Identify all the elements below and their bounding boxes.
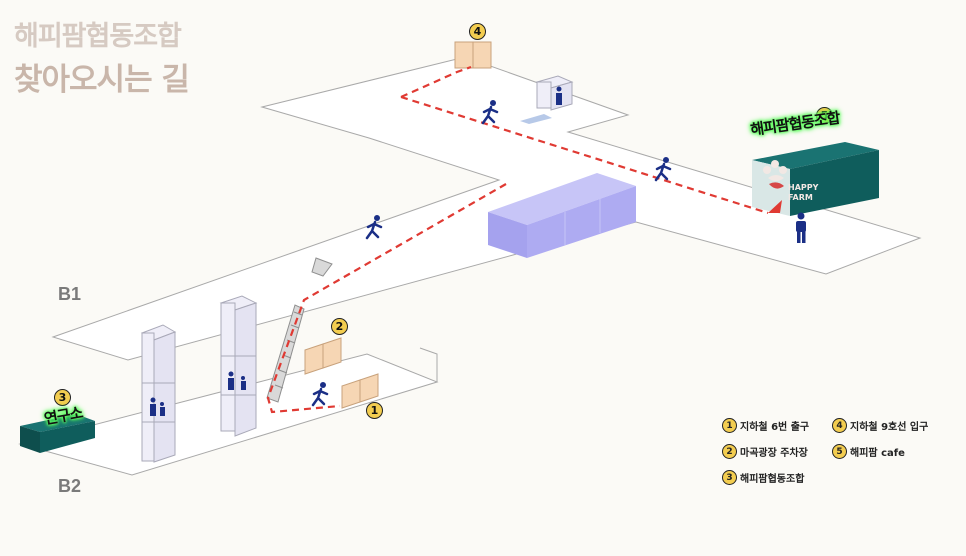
walking-person-icon: [481, 100, 499, 125]
floor-label-b1: B1: [58, 284, 82, 304]
walking-person-icon: [654, 157, 672, 182]
legend-label: 해피팜협동조합: [740, 474, 805, 485]
legend-marker: 4: [832, 418, 847, 433]
door-parking-2: [304, 337, 342, 375]
marker-4: 4: [469, 23, 486, 40]
marker-3: 3: [54, 389, 71, 406]
elevator-b1: [535, 75, 574, 111]
legend-item: 1 지하철 6번 출구: [722, 418, 809, 433]
route-arrowhead: [768, 200, 782, 213]
elevator-shaft-right: [219, 295, 258, 437]
door-exit-4: [454, 41, 492, 69]
legend-marker: 1: [722, 418, 737, 433]
logo-text-bottom: FARM: [788, 193, 813, 202]
legend-marker: 5: [832, 444, 847, 459]
lab-box: [20, 414, 95, 453]
marker-5: 5: [816, 107, 833, 124]
door-exit-1: [341, 373, 379, 409]
legend-item: 5 해피팜 cafe: [832, 444, 905, 459]
logo-text-top: HAPPY: [788, 183, 819, 192]
page-subtitle: 찾아오시는 길: [14, 62, 190, 98]
legend-label: 지하철 9호선 입구: [850, 422, 929, 433]
elevator-shaft-left: [140, 324, 177, 463]
legend-item: 2 마곡광장 주차장: [722, 444, 808, 459]
legend-label: 해피팜 cafe: [850, 448, 905, 459]
store-box: [752, 142, 879, 216]
marker-2: 2: [331, 318, 348, 335]
walking-person-icon: [365, 215, 383, 240]
walking-person-icon: [311, 382, 329, 407]
blue-block: [488, 173, 636, 258]
page-title: 해피팜협동조합: [14, 21, 182, 52]
standing-person-icon: [796, 212, 806, 243]
route-line: [400, 65, 472, 99]
legend: 1 지하철 6번 출구 4 지하철 9호선 입구 2 마곡광장 주차장 5 해피…: [720, 414, 928, 498]
floor-label-b2: B2: [58, 476, 82, 496]
happyfarm-logo-icon: [763, 160, 787, 189]
elevator-people-icon: [150, 86, 562, 416]
legend-marker: 3: [722, 470, 737, 485]
marker-1: 1: [366, 402, 383, 419]
legend-marker: 2: [722, 444, 737, 459]
legend-item: 3 해피팜협동조합: [722, 470, 804, 485]
legend-label: 마곡광장 주차장: [740, 448, 808, 459]
legend-item: 4 지하철 9호선 입구: [832, 418, 928, 433]
legend-label: 지하철 6번 출구: [740, 422, 810, 433]
